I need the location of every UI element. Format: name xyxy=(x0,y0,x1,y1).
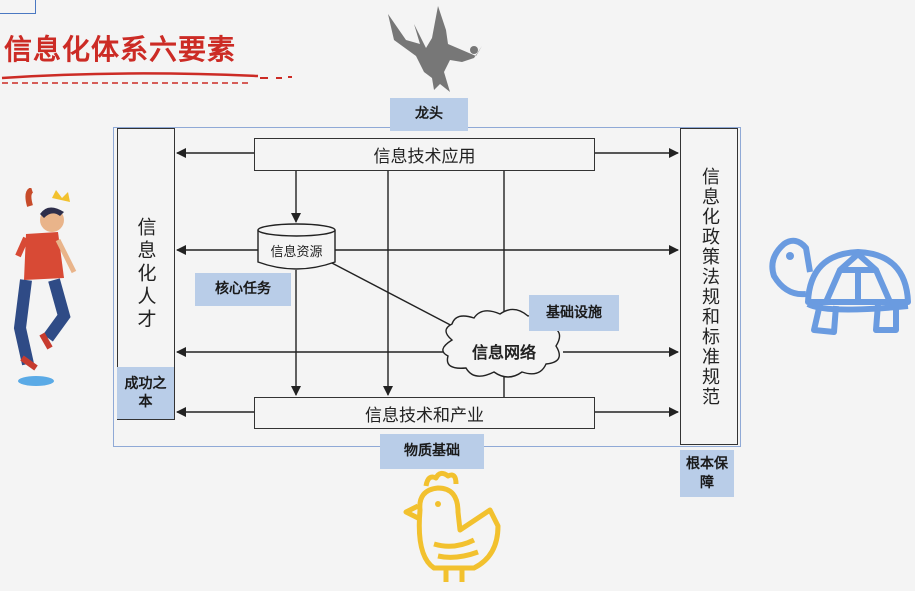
eagle-icon xyxy=(388,6,482,92)
tag-foundation-of-success: 成功之本 xyxy=(117,367,174,419)
information-resource-label: 信息资源 xyxy=(270,244,323,260)
information-tech-application-box: 信息技术应用 xyxy=(254,138,595,171)
tag-dragon-head: 龙头 xyxy=(390,98,468,131)
person-icon xyxy=(13,188,77,386)
information-network-label: 信息网络 xyxy=(471,343,536,362)
information-tech-industry-box: 信息技术和产业 xyxy=(254,397,595,429)
title-underline xyxy=(1,72,292,84)
tag-fundamental-guarantee: 根本保障 xyxy=(680,450,734,497)
chicken-icon xyxy=(403,470,501,582)
turtle-icon xyxy=(769,237,911,335)
corner-mark xyxy=(0,0,36,14)
tag-material-basis: 物质基础 xyxy=(380,434,484,469)
information-policy-box: 信息化政策法规和标准规范 xyxy=(680,128,738,445)
page-title: 信息化体系六要素 xyxy=(4,33,237,66)
tag-core-task: 核心任务 xyxy=(195,273,291,306)
tag-infrastructure: 基础设施 xyxy=(529,295,619,331)
resource-cylinder xyxy=(257,223,336,270)
